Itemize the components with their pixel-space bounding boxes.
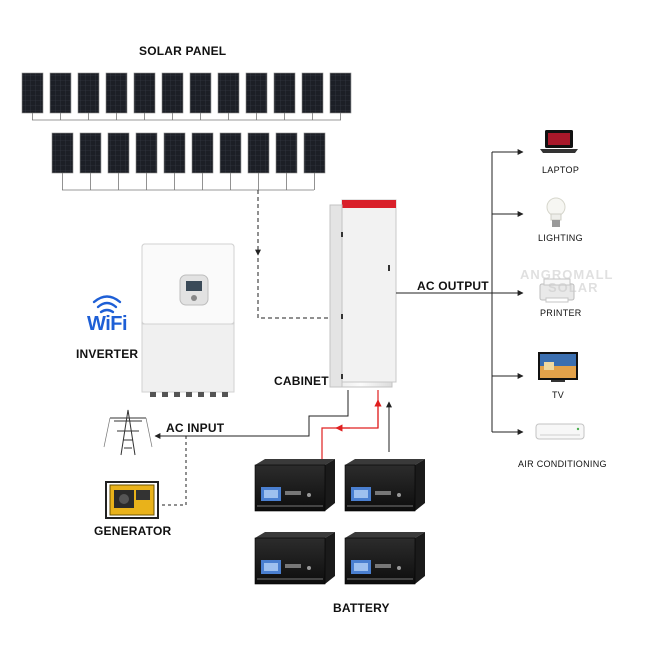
solar-panel — [49, 72, 72, 114]
solar-panel — [105, 72, 128, 114]
solar-panel — [21, 72, 44, 114]
wifi-icon — [92, 295, 122, 314]
watermark-line1: ANGROMALL — [520, 267, 614, 282]
tv-icon — [538, 352, 578, 382]
generator-label: GENERATOR — [94, 524, 172, 538]
ac-output-wiring — [396, 149, 524, 435]
solar-panel — [51, 132, 74, 174]
solar-panel — [135, 132, 158, 174]
solar-panel — [217, 72, 240, 114]
solar-panel — [189, 72, 212, 114]
solar-panel — [247, 132, 270, 174]
solar-panel — [79, 132, 102, 174]
solar-panel-row-bottom — [51, 132, 326, 174]
solar-panel — [219, 132, 242, 174]
solar-panel — [161, 72, 184, 114]
load-label-lighting: LIGHTING — [538, 233, 583, 243]
solar-panel — [301, 72, 324, 114]
solar-panel — [329, 72, 352, 114]
printer-icon — [539, 278, 575, 303]
light-bulb-icon — [546, 197, 566, 227]
solar-panel — [107, 132, 130, 174]
solar-panel — [245, 72, 268, 114]
solar-panel — [303, 132, 326, 174]
load-label-laptop: LAPTOP — [542, 165, 580, 175]
battery-label: BATTERY — [333, 601, 390, 615]
generator-icon — [105, 481, 159, 519]
air-conditioner-icon — [535, 423, 585, 440]
solar-panel-label: SOLAR PANEL — [139, 44, 227, 58]
solar-panel — [275, 132, 298, 174]
solar-panel — [77, 72, 100, 114]
inverter-label: INVERTER — [76, 347, 139, 361]
ac-input-wiring — [154, 390, 349, 506]
solar-panel — [163, 132, 186, 174]
load-label-air-conditioning: AIR CONDITIONING — [518, 459, 607, 469]
laptop-icon — [540, 130, 578, 153]
battery-module — [344, 459, 425, 512]
battery-cabinet — [329, 199, 397, 388]
battery-module — [254, 532, 335, 585]
cabinet-label: CABINET — [274, 374, 329, 388]
panel-wiring — [32, 113, 341, 191]
solar-panel — [273, 72, 296, 114]
battery-bank — [254, 459, 425, 585]
wifi-label: WiFi — [87, 313, 128, 335]
battery-module — [344, 532, 425, 585]
solar-panel — [133, 72, 156, 114]
transmission-tower-icon — [103, 409, 153, 456]
inverter-unit — [141, 243, 235, 397]
watermark: ANGROMALL SOLAR — [520, 268, 614, 294]
ac-input-label: AC INPUT — [166, 421, 225, 435]
ac-output-label: AC OUTPUT — [417, 279, 489, 293]
solar-panel-row-top — [21, 72, 352, 114]
load-label-tv: TV — [552, 390, 565, 400]
battery-module — [254, 459, 335, 512]
load-label-printer: PRINTER — [540, 308, 582, 318]
watermark-line2: SOLAR — [548, 280, 599, 295]
dc-battery-wiring — [321, 390, 382, 460]
pv-dashed-connection — [255, 190, 330, 319]
solar-panel — [191, 132, 214, 174]
